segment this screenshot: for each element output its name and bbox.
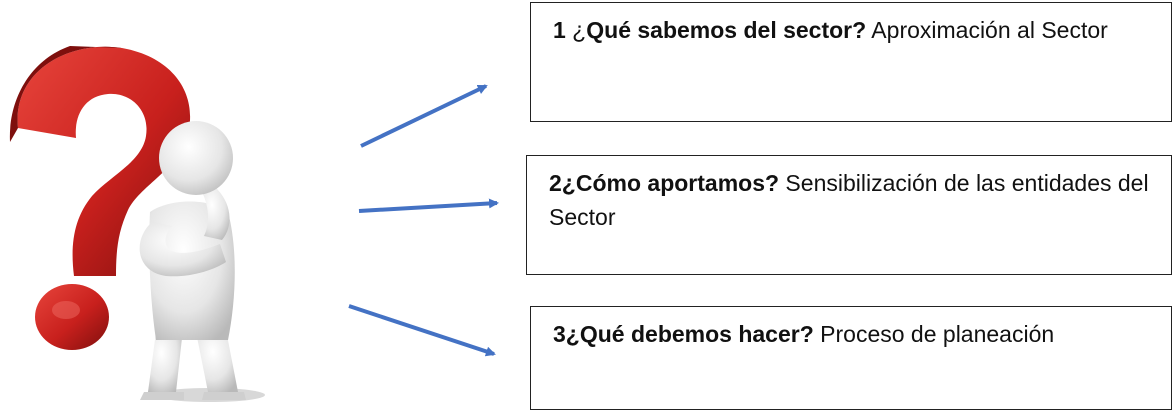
- step-3-box: 3¿Qué debemos hacer? Proceso de planeaci…: [530, 306, 1172, 410]
- step-1-answer: Aproximación al Sector: [866, 17, 1108, 43]
- step-2-answer: Sensibilización de las entidades del Sec…: [549, 170, 1149, 230]
- step-3-question: Qué debemos hacer?: [579, 321, 814, 347]
- step-2-number: 2: [549, 170, 562, 196]
- question-mark-icon: [9, 46, 191, 350]
- step-2-question: Cómo aportamos?: [575, 170, 780, 196]
- step-1-box: 1 ¿Qué sabemos del sector? Aproximación …: [530, 2, 1172, 122]
- step-1-question: Qué sabemos del sector?: [586, 17, 867, 43]
- step-2-box: 2¿Cómo aportamos? Sensibilización de las…: [526, 155, 1172, 275]
- arrow-to-step-1: [360, 84, 488, 148]
- step-1-number: 1: [553, 17, 566, 43]
- step-3-number: 3: [553, 321, 566, 347]
- step-3-answer: Proceso de planeación: [813, 321, 1055, 347]
- thinking-person-icon: [139, 121, 265, 402]
- arrow-to-step-2: [358, 198, 499, 213]
- arrow-to-step-3: [348, 304, 496, 357]
